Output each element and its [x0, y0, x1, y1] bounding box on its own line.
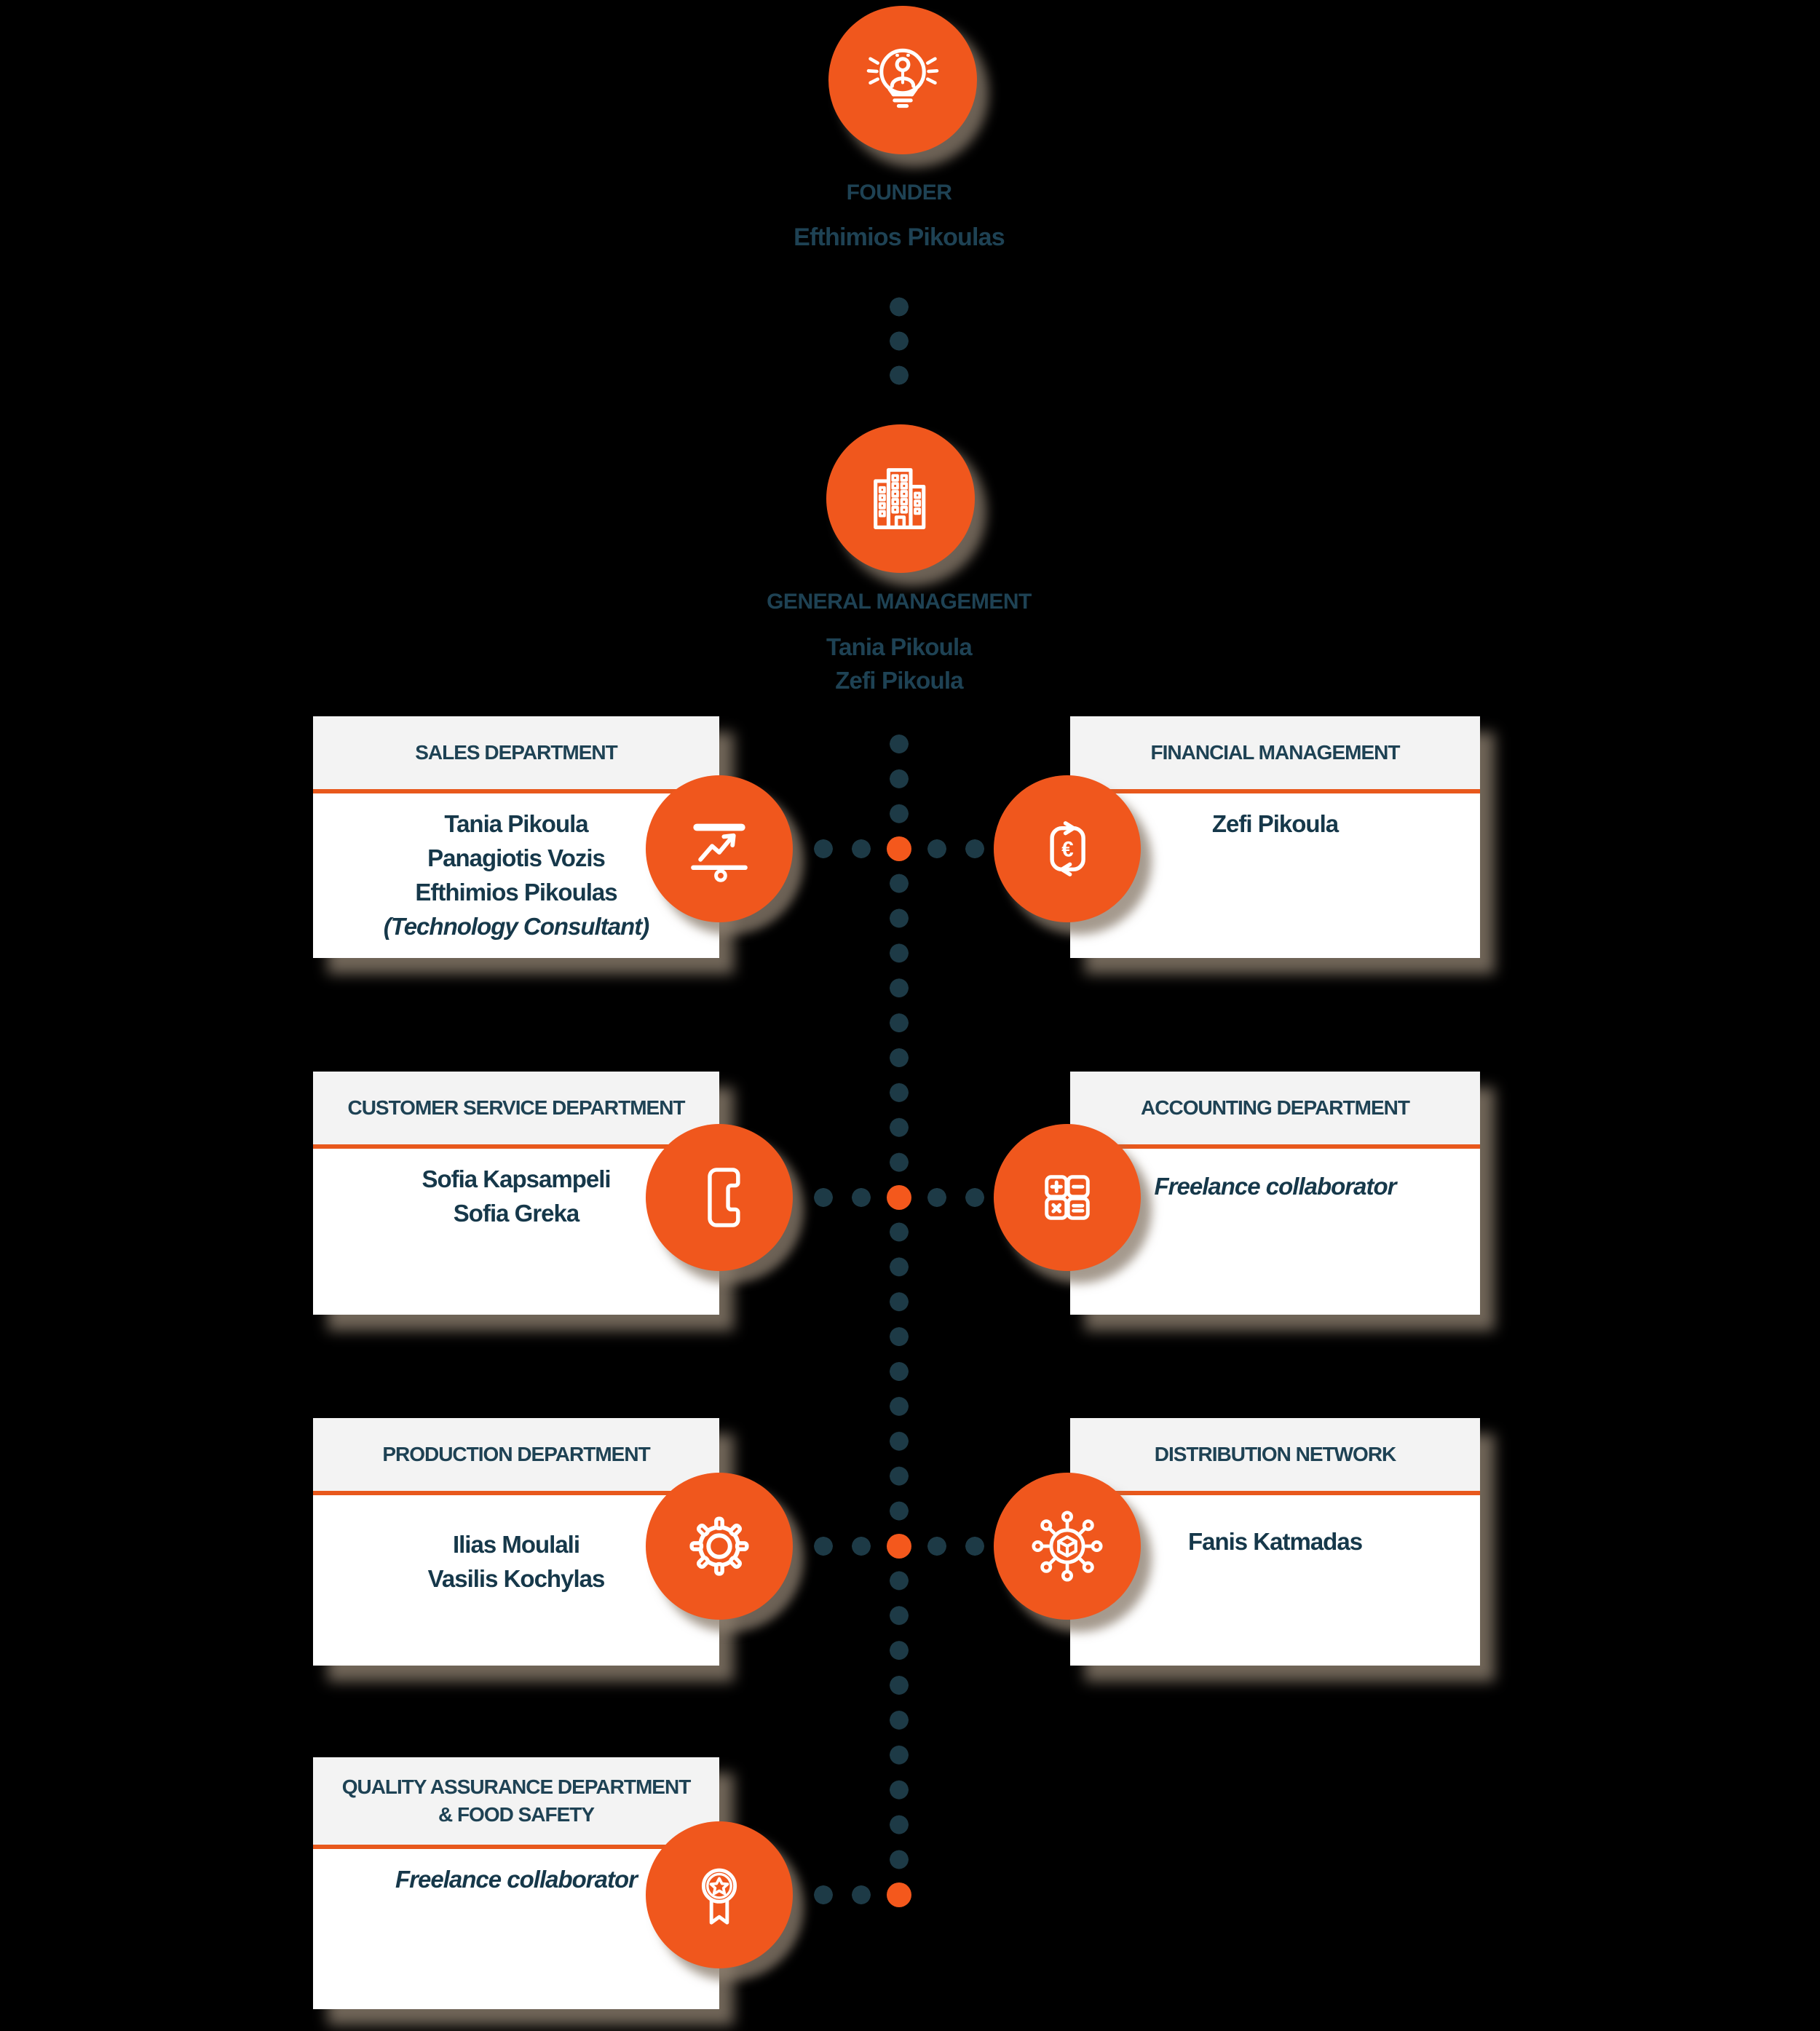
header-divider [313, 789, 719, 793]
customer-members-area: Sofia Kapsampeli Sofia Greka [313, 1149, 719, 1315]
member-names: Sofia Kapsampeli Sofia Greka [422, 1165, 611, 1227]
accounting-title: ACCOUNTING DEPARTMENT [1141, 1096, 1410, 1119]
member-names: Ilias Moulali Vasilis Kochylas [427, 1531, 606, 1592]
quality-icon-circle [646, 1821, 793, 1968]
building-icon [874, 468, 926, 529]
header-divider [313, 1144, 719, 1149]
production-members-area: Ilias Moulali Vasilis Kochylas [313, 1495, 719, 1666]
member-names: Fanis Katmadas [1187, 1528, 1363, 1555]
sales-department-card: SALES DEPARTMENT Tania Pikoula Panagioti… [313, 716, 719, 958]
gear-icon [689, 1516, 749, 1576]
production-card-header: PRODUCTION DEPARTMENT [313, 1418, 719, 1491]
customer-card-header: CUSTOMER SERVICE DEPARTMENT [313, 1072, 719, 1144]
dotted-connector-founder-gm [890, 290, 909, 392]
quality-assurance-card: QUALITY ASSURANCE DEPARTMENT & FOOD SAFE… [313, 1757, 719, 2009]
customer-title: CUSTOMER SERVICE DEPARTMENT [347, 1096, 685, 1119]
financial-icon-circle: € [994, 775, 1141, 922]
production-title: PRODUCTION DEPARTMENT [382, 1443, 650, 1465]
production-department-card: PRODUCTION DEPARTMENT Ilias Moulali Vasi… [313, 1418, 719, 1666]
lightbulb-person-icon [866, 48, 939, 108]
distribution-members-area: Fanis Katmadas [1070, 1495, 1480, 1666]
award-ribbon-icon [701, 1868, 737, 1925]
header-divider [313, 1491, 719, 1495]
financial-title: FINANCIAL MANAGEMENT [1150, 741, 1401, 764]
euro-cycle-icon: € [1050, 821, 1085, 876]
header-divider [1070, 1491, 1480, 1495]
financial-members-area: Zefi Pikoula [1070, 793, 1480, 958]
member-note: (Technology Consultant) [383, 913, 649, 940]
distribution-card-header: DISTRIBUTION NETWORK [1070, 1418, 1480, 1491]
general-management-circle [826, 424, 975, 573]
sales-title: SALES DEPARTMENT [415, 741, 617, 764]
member-names: Tania Pikoula Panagiotis Vozis Efthimios… [415, 810, 617, 906]
distribution-icon-circle [994, 1473, 1141, 1620]
founder-circle [828, 6, 977, 154]
founder-title: FOUNDER [846, 181, 952, 205]
accounting-icon-circle [994, 1124, 1141, 1271]
phone-handset-icon [708, 1168, 740, 1227]
quality-title: QUALITY ASSURANCE DEPARTMENT & FOOD SAFE… [341, 1775, 692, 1826]
founder-name: Efthimios Pikoulas [794, 223, 1005, 251]
sales-members-area: Tania Pikoula Panagiotis Vozis Efthimios… [313, 793, 719, 958]
gm-names: Tania Pikoula Zefi Pikoula [826, 633, 973, 694]
junction-dot-row4 [887, 1882, 911, 1907]
sales-icon-circle [646, 775, 793, 922]
dotted-connector-row4 [804, 1885, 880, 1904]
junction-dot-row3 [887, 1534, 911, 1559]
member-note: Freelance collaborator [395, 1866, 638, 1893]
member-names: Zefi Pikoula [1211, 810, 1339, 837]
trend-chart-icon [691, 823, 748, 882]
sales-card-header: SALES DEPARTMENT [313, 716, 719, 789]
header-divider [313, 1845, 719, 1849]
distribution-title: DISTRIBUTION NETWORK [1154, 1443, 1397, 1465]
calculator-icon [1045, 1175, 1090, 1220]
financial-card-header: FINANCIAL MANAGEMENT [1070, 716, 1480, 789]
member-note: Freelance collaborator [1154, 1173, 1397, 1200]
distribution-network-icon [1032, 1511, 1103, 1582]
accounting-card-header: ACCOUNTING DEPARTMENT [1070, 1072, 1480, 1144]
junction-dot-row2 [887, 1185, 911, 1210]
header-divider [1070, 789, 1480, 793]
svg-text:€: € [1061, 837, 1073, 861]
customer-service-icon-circle [646, 1124, 793, 1271]
quality-members-area: Freelance collaborator [313, 1849, 719, 2009]
junction-dot-row1 [887, 836, 911, 861]
dotted-connector-vertical [890, 727, 909, 1912]
accounting-members-area: Freelance collaborator [1070, 1149, 1480, 1315]
gm-title: GENERAL MANAGEMENT [767, 590, 1032, 614]
header-divider [1070, 1144, 1480, 1149]
production-icon-circle [646, 1473, 793, 1620]
quality-card-header: QUALITY ASSURANCE DEPARTMENT & FOOD SAFE… [313, 1757, 719, 1845]
